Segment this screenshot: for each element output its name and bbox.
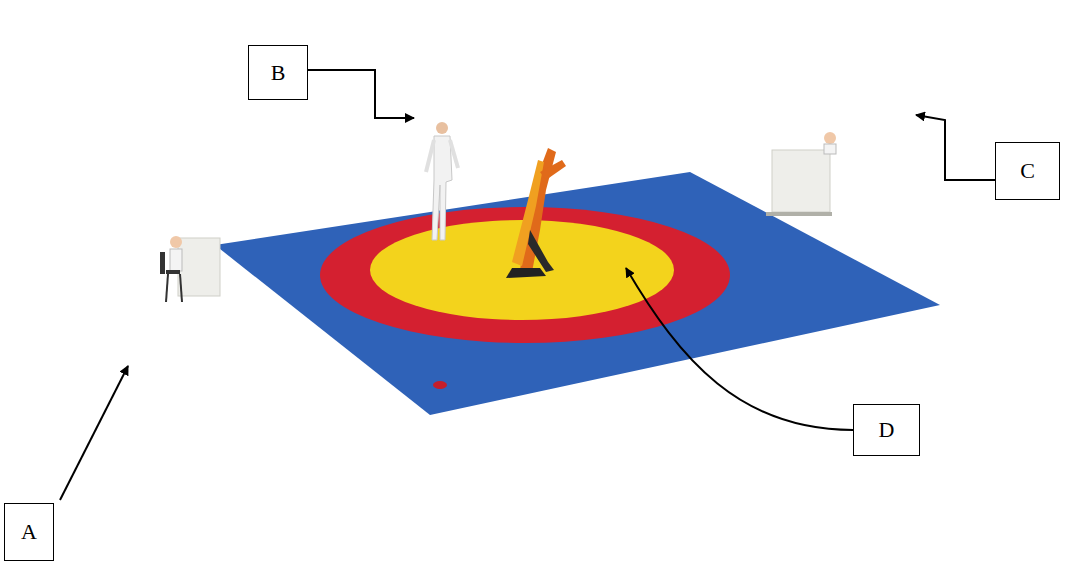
callout-letter: C <box>1020 158 1035 184</box>
callout-letter: A <box>21 519 37 545</box>
wrestlers-figure <box>506 148 566 278</box>
judge-table-right <box>766 132 836 216</box>
callout-box: D <box>853 404 920 456</box>
corner-marker <box>433 381 447 389</box>
callout-box: B <box>248 45 308 100</box>
judge-table-left <box>160 236 220 302</box>
callout-box: A <box>4 503 54 561</box>
callout-box: C <box>995 142 1060 200</box>
callout-letter: D <box>879 417 895 443</box>
leader-line <box>916 115 995 180</box>
leader-line <box>308 70 414 118</box>
leader-line <box>60 366 128 500</box>
callout-letter: B <box>271 60 286 86</box>
mat-protection-area <box>215 172 940 415</box>
referee-figure <box>426 122 458 240</box>
leader-line <box>626 268 853 430</box>
